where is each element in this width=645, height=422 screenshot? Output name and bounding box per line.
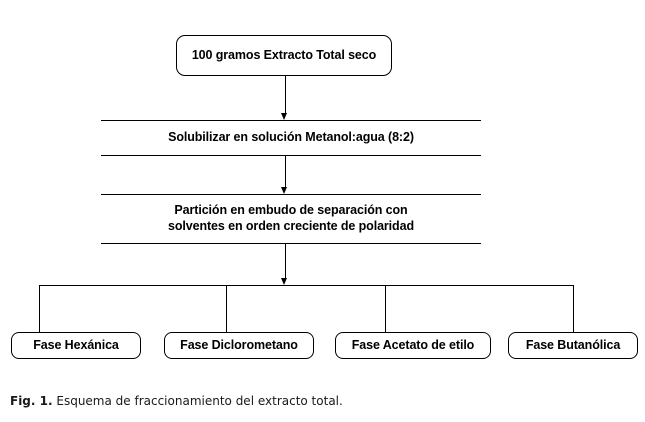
flowchart-diagram: 100 gramos Extracto Total seco Solubiliz… (11, 35, 638, 359)
flow-node-fase-acetato-etilo: Fase Acetato de etilo (335, 332, 491, 359)
connector-step2-to-branches (284, 244, 286, 279)
flow-node-step2-line2: solventes en orden creciente de polarida… (168, 219, 414, 233)
flow-node-step2-line1: Partición en embudo de separación con (174, 203, 408, 218)
flow-node-start: 100 gramos Extracto Total seco (176, 35, 392, 76)
arrowhead-step1-to-step2 (281, 187, 287, 194)
flow-node-step1: Solubilizar en solución Metanol:agua (8:… (101, 120, 481, 156)
connector-start-to-step1 (284, 76, 286, 114)
flow-node-fase-butanolica: Fase Butanólica (508, 332, 638, 359)
arrowhead-start-to-step1 (281, 113, 287, 120)
figure-caption-label: Fig. 1. (10, 394, 53, 408)
flow-node-step2: Partición en embudo de separación con so… (101, 194, 481, 244)
branch-drop-fase-hexanica (39, 285, 41, 332)
branch-drop-fase-acetato-etilo (385, 285, 387, 332)
flow-node-fase-hexanica: Fase Hexánica (11, 332, 141, 359)
branch-drop-fase-diclorometano (226, 285, 228, 332)
arrowhead-step2-to-branches (281, 278, 287, 285)
branch-bus-line (39, 285, 574, 287)
connector-step1-to-step2 (284, 156, 286, 188)
figure-caption-text: Esquema de fraccionamiento del extracto … (52, 394, 343, 408)
branch-drop-fase-butanolica (573, 285, 575, 332)
flow-node-fase-diclorometano: Fase Diclorometano (164, 332, 314, 359)
figure-caption: Fig. 1. Esquema de fraccionamiento del e… (10, 394, 343, 408)
